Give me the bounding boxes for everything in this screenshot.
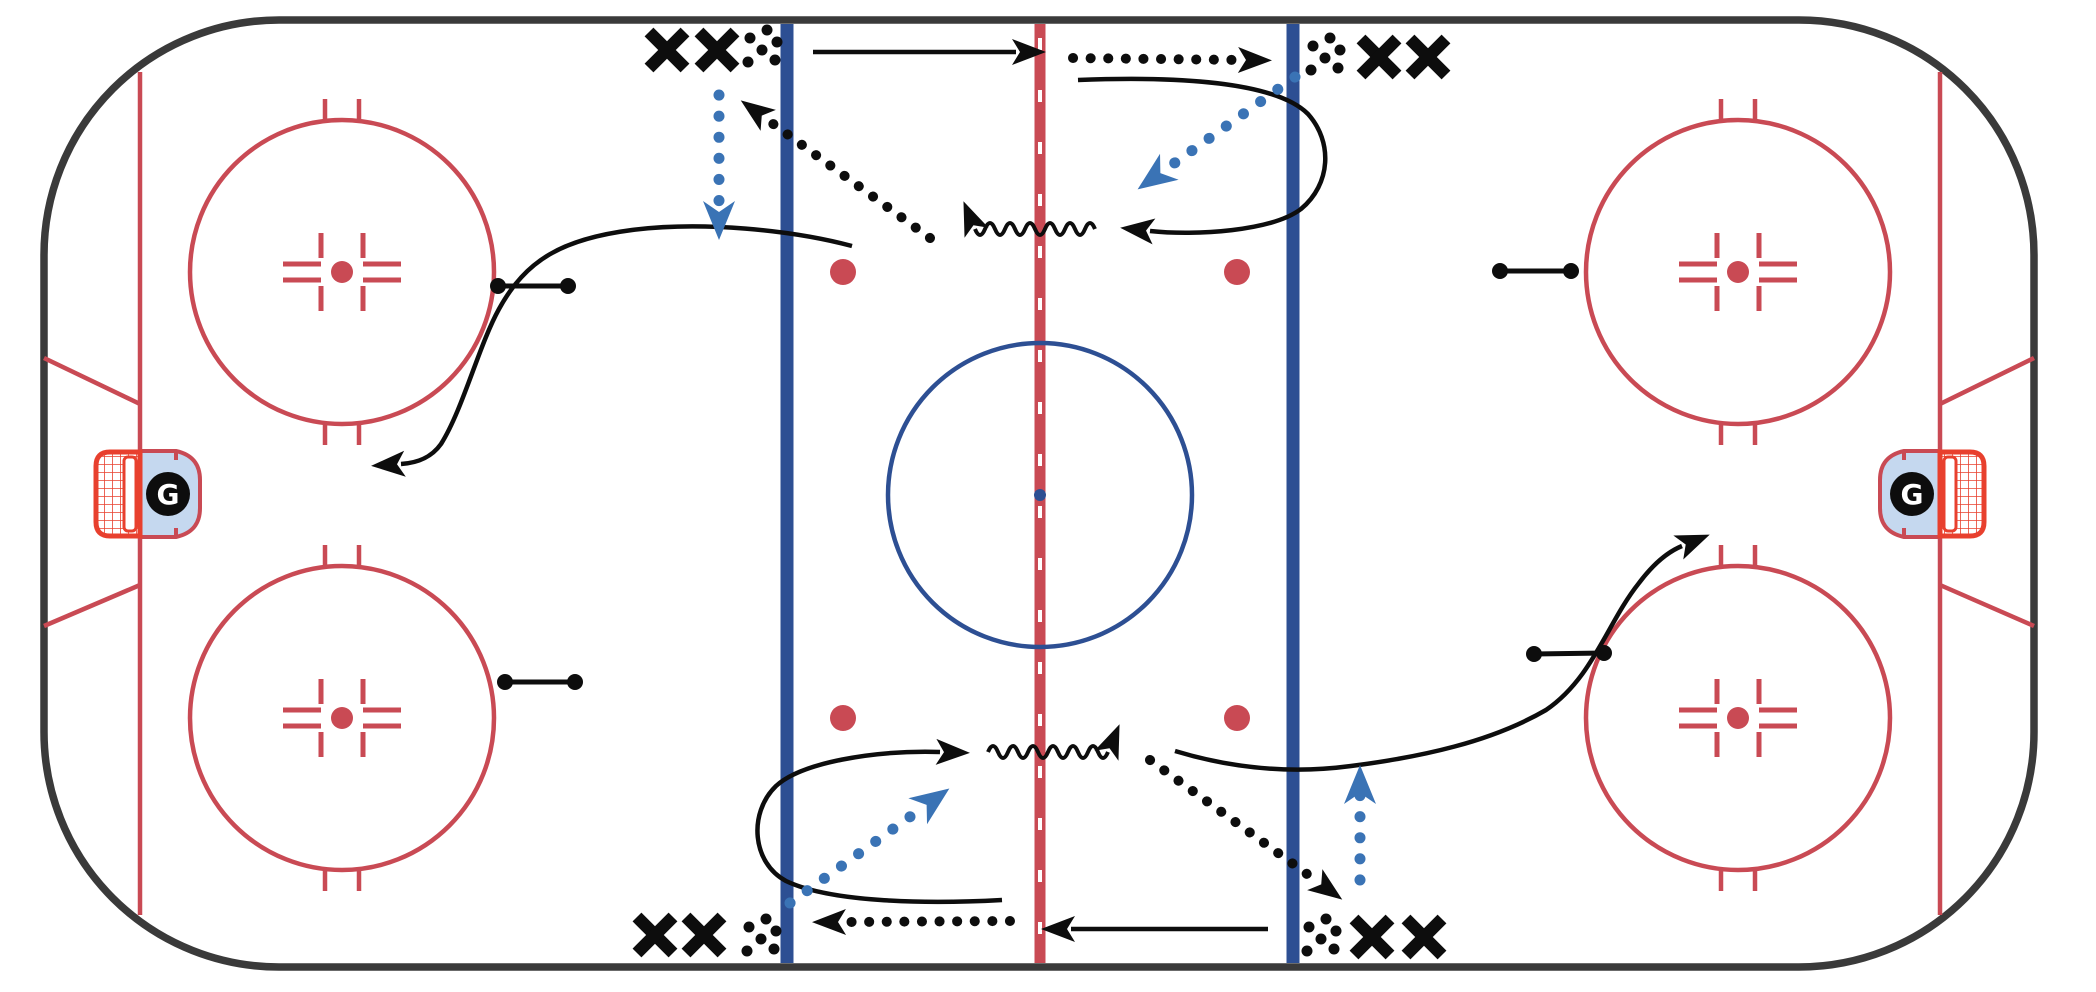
puck-dot (769, 54, 781, 66)
player-x-marker (632, 912, 678, 958)
puck-dot (1305, 64, 1317, 76)
puck-pile (1305, 32, 1346, 76)
bottom-right-drive-curve (1174, 534, 1710, 772)
faceoff-circle-ring (1583, 563, 1893, 873)
stick-line (1533, 650, 1605, 657)
top-right-pass (1068, 46, 1272, 73)
trapezoid-line (1939, 355, 2035, 407)
x-stroke (694, 27, 740, 73)
puck-dot (1330, 925, 1342, 937)
bottom-left-blue-route (784, 788, 950, 909)
neutral-zone-faceoff-dot (830, 705, 856, 731)
goal-mouth (122, 455, 138, 533)
puck-pile (742, 24, 783, 68)
stick-end-dot (1563, 263, 1579, 279)
stick-end-dot (490, 278, 506, 294)
stick-puck-marker (497, 674, 583, 690)
faceoff-circle-ring (187, 563, 497, 873)
faceoff-circle (187, 99, 497, 445)
trapezoid-line (43, 355, 141, 407)
puck-dot (770, 925, 782, 937)
player-x-marker (644, 27, 690, 73)
stick-end-dot (567, 674, 583, 690)
goalie-badge (146, 472, 190, 516)
faceoff-dot (331, 707, 353, 729)
neutral-zone-faceoff-dot (830, 259, 856, 285)
player-x-marker (681, 912, 727, 958)
puck-dot (1307, 40, 1319, 52)
puck-dot (768, 943, 780, 955)
bottom-left-pass (812, 908, 1015, 935)
puck-dot (1315, 933, 1327, 945)
trapezoid-line (1939, 582, 2035, 629)
puck-dot (1303, 921, 1315, 933)
top-left-pass (740, 100, 935, 243)
faceoff-circle (1583, 99, 1893, 445)
stick-end-dot (560, 278, 576, 294)
neutral-zone-faceoff-dot (1224, 259, 1250, 285)
puck-dot (741, 945, 753, 957)
center-circle (885, 340, 1195, 650)
faceoff-circle-ring (187, 117, 497, 427)
goal-right: G (1878, 449, 1987, 539)
puck-dot (1319, 52, 1331, 64)
neutral-zone-faceoff-dot (1224, 705, 1250, 731)
top-right-hook-curve (1077, 76, 1328, 245)
player-x-marker (694, 27, 740, 73)
faceoff-circle (1583, 545, 1893, 891)
x-stroke (1405, 34, 1451, 80)
goalie-label: G (157, 478, 180, 511)
puck-pile (1301, 913, 1342, 957)
stick-puck-marker (1492, 263, 1579, 279)
trapezoid-line (43, 582, 141, 629)
puck-dot (1301, 945, 1313, 957)
puck-dot (760, 913, 772, 925)
top-right-blue-route (1137, 71, 1301, 190)
x-stroke (1356, 34, 1402, 80)
stick-puck-marker (490, 278, 576, 294)
puck-dot (742, 56, 754, 68)
puck-dot (761, 24, 773, 36)
faceoff-dot (331, 261, 353, 283)
player-x-marker (1349, 914, 1395, 960)
puck-dot (755, 933, 767, 945)
goal-mouth (1942, 455, 1958, 533)
stick-end-dot (1526, 646, 1542, 662)
player-x-marker (1401, 914, 1447, 960)
goalie-label: G (1901, 478, 1924, 511)
puck-dot (1324, 32, 1336, 44)
goal-left: G (93, 449, 202, 539)
puck-dot (1334, 44, 1346, 56)
faceoff-circle (187, 545, 497, 891)
puck-carry-wavy-top-carry (963, 201, 1097, 238)
faceoff-dot (1727, 261, 1749, 283)
puck-dot (743, 921, 755, 933)
bottom-left-hook-curve (755, 738, 1003, 905)
puck-dot (1320, 913, 1332, 925)
stick-end-dot (1492, 263, 1508, 279)
faceoff-circle-ring (1583, 117, 1893, 427)
bottom-right-pass (1145, 755, 1343, 900)
puck-dot (1332, 62, 1344, 74)
player-x-marker (1356, 34, 1402, 80)
faceoff-dot (1727, 707, 1749, 729)
x-stroke (632, 912, 678, 958)
puck-dot (1328, 943, 1340, 955)
x-stroke (1401, 914, 1447, 960)
center-ice-dot (1034, 489, 1046, 501)
puck-dot (756, 44, 768, 56)
player-x-marker (1405, 34, 1451, 80)
x-stroke (644, 27, 690, 73)
puck-pile (741, 913, 782, 957)
puck-dot (744, 32, 756, 44)
puck-carry-wavy-bottom-carry (986, 724, 1120, 761)
stick-end-dot (497, 674, 513, 690)
x-stroke (1349, 914, 1395, 960)
puck-dot (771, 36, 783, 48)
goalie-badge (1890, 472, 1934, 516)
x-stroke (681, 912, 727, 958)
